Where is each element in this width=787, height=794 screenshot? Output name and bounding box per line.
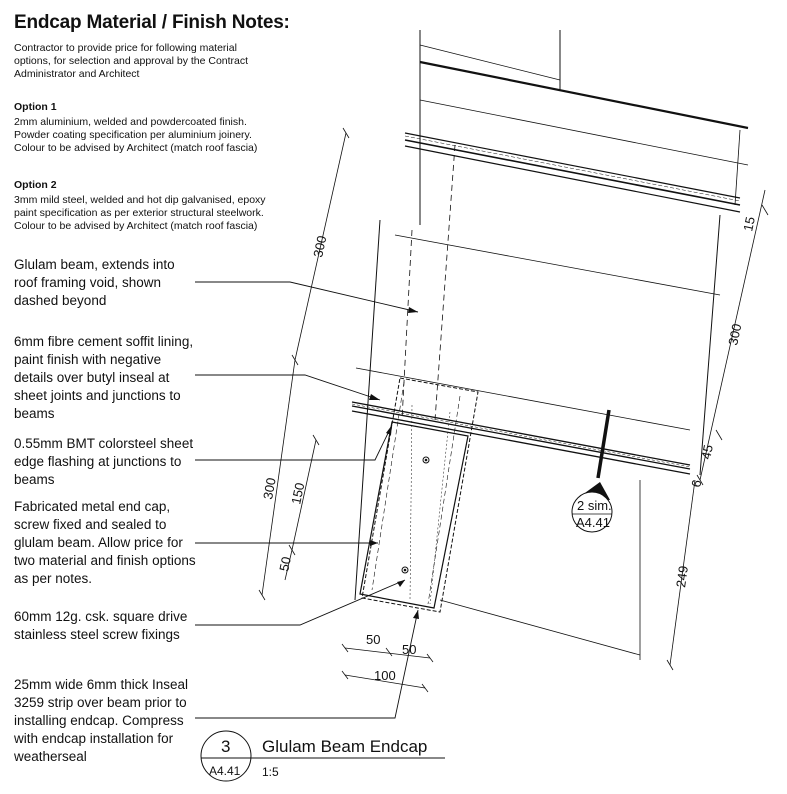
option1-title: Option 1 xyxy=(14,101,57,113)
notes-title: Endcap Material / Finish Notes: xyxy=(14,12,290,33)
dim-45: 45 xyxy=(698,443,716,460)
dimension-lines xyxy=(258,127,769,693)
detail-title: Glulam Beam Endcap xyxy=(262,737,427,756)
dim-300-top-left: 300 xyxy=(310,234,329,258)
dim-6: 6 xyxy=(688,478,704,488)
callout-screw-fixings: 60mm 12g. csk. square drive stainless st… xyxy=(14,609,188,642)
dim-50-left: 50 xyxy=(276,555,294,572)
dim-100: 100 xyxy=(374,668,396,683)
option2-text: 3mm mild steel, welded and hot dip galva… xyxy=(14,194,266,232)
dim-50-bottom-a: 50 xyxy=(366,632,380,647)
callout-soffit-lining: 6mm fibre cement soffit lining, paint fi… xyxy=(14,334,194,421)
leader-lines xyxy=(195,281,419,719)
glulam-beam-dashed xyxy=(401,144,456,421)
title-block: 3 A4.41 Glulam Beam Endcap 1:5 xyxy=(200,730,445,782)
option1-text: 2mm aluminium, welded and powdercoated f… xyxy=(14,116,258,154)
endcap xyxy=(359,377,479,613)
dim-150: 150 xyxy=(288,481,307,505)
section-ref-sheet: A4.41 xyxy=(576,515,610,530)
section-ref-label: 2 sim. xyxy=(577,498,612,513)
dim-300-left: 300 xyxy=(260,477,279,501)
dim-50-bottom-b: 50 xyxy=(402,642,416,657)
dim-249: 249 xyxy=(673,565,691,589)
construction-lines xyxy=(351,30,749,660)
dim-15: 15 xyxy=(740,215,758,232)
leader-arrows xyxy=(369,307,419,619)
callout-glulam-beam: Glulam beam, extends into roof framing v… xyxy=(14,257,175,308)
dimension-labels: 300 300 150 50 15 300 45 6 249 50 50 100… xyxy=(260,215,758,683)
dim-300-right: 300 xyxy=(725,322,744,346)
section-cut-marker xyxy=(571,409,613,533)
detail-scale: 1:5 xyxy=(262,765,279,779)
option2-title: Option 2 xyxy=(14,179,57,191)
callout-metal-end-cap: Fabricated metal end cap, screw fixed an… xyxy=(14,499,196,586)
detail-sheet: A4.41 xyxy=(209,764,241,778)
notes-intro: Contractor to provide price for followin… xyxy=(14,42,249,80)
callout-edge-flashing: 0.55mm BMT colorsteel sheet edge flashin… xyxy=(14,436,194,487)
detail-number: 3 xyxy=(221,737,230,756)
callout-inseal-strip: 25mm wide 6mm thick Inseal 3259 strip ov… xyxy=(14,677,189,764)
